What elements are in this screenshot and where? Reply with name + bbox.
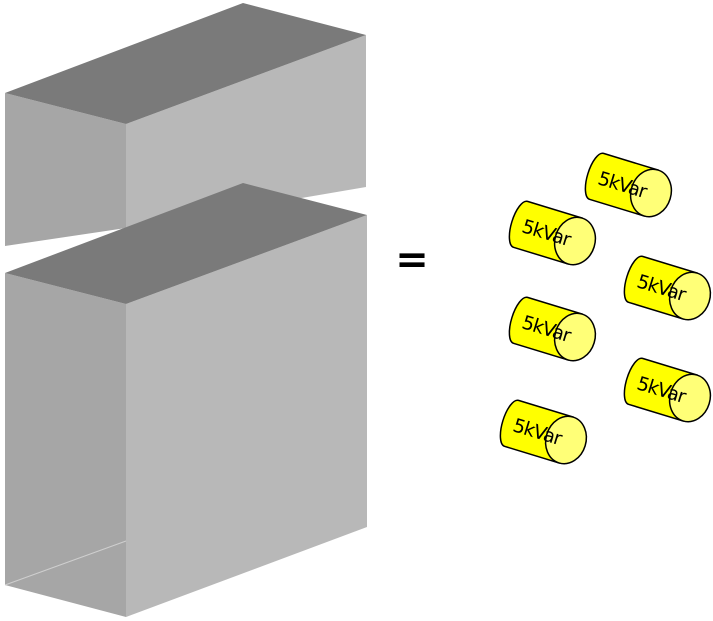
capacitor: 5kVar: [623, 255, 712, 321]
capacitor-end-cap: [553, 312, 597, 362]
capacitor: 5kVar: [508, 296, 597, 362]
lower-box: [4, 183, 367, 617]
capacitor-end-cap: [668, 271, 712, 321]
lower-box-top-face: [5, 183, 367, 304]
capacitor: 5kVar: [584, 152, 673, 218]
capacitor-end-cap: [629, 168, 673, 218]
capacitor-group: 5kVar 5kVar 5kVar 5kVar 5kVar 5kVar: [499, 152, 712, 465]
capacitor-end-cap: [553, 216, 597, 266]
lower-box-front-face: [126, 215, 367, 617]
upper-box-top-face: [5, 3, 366, 124]
equals-sign: =: [395, 237, 429, 283]
capacitor: 5kVar: [623, 357, 712, 423]
lower-box-side-face: [5, 273, 126, 617]
upper-box: [5, 3, 366, 246]
capacitor-end-cap: [668, 373, 712, 423]
upper-box-side-face: [5, 93, 126, 246]
capacitor: 5kVar: [508, 200, 597, 266]
lower-box-inner-edge: [4, 540, 127, 586]
capacitor-end-cap: [544, 415, 588, 465]
capacitor: 5kVar: [499, 399, 588, 465]
upper-box-front-face: [126, 35, 366, 228]
